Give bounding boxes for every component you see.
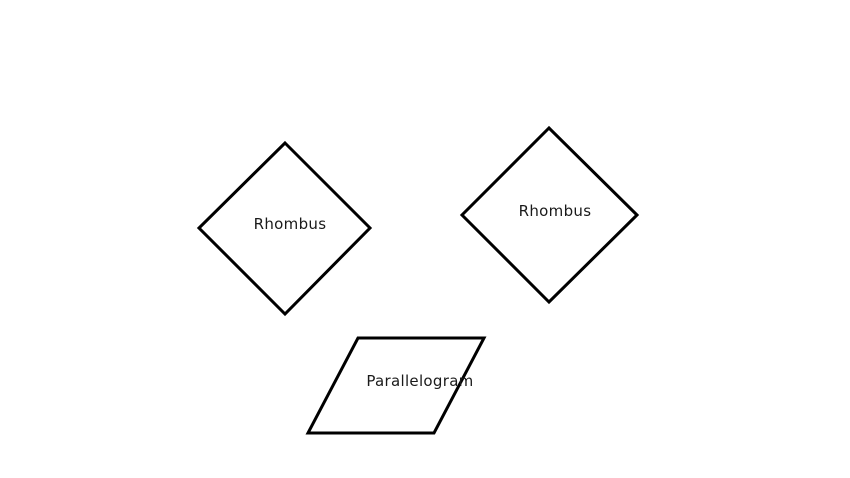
parallelogram-label: Parallelogram — [366, 372, 473, 390]
rhombus-label-left: Rhombus — [254, 215, 327, 233]
rhombus-outline-right — [459, 125, 640, 305]
parallelogram-shape[interactable]: Parallelogram — [305, 336, 487, 435]
rhombus-shape-left[interactable]: Rhombus — [196, 140, 373, 317]
rhombus-label-right: Rhombus — [519, 202, 592, 220]
rhombus-shape-right[interactable]: Rhombus — [459, 125, 640, 305]
rhombus-outline-left — [196, 140, 373, 317]
parallelogram-outline — [305, 336, 487, 435]
